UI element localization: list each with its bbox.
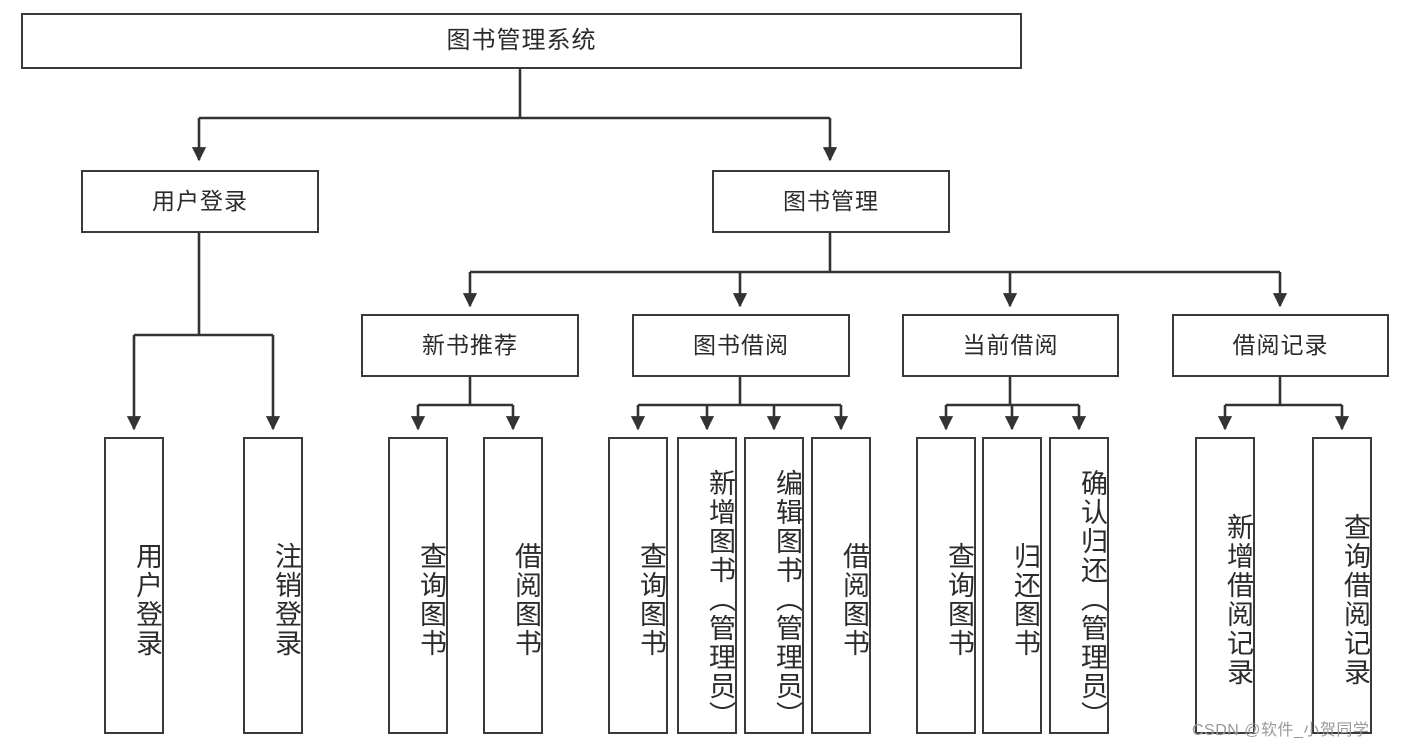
node-book-management[interactable]: 图书管理 — [712, 170, 950, 233]
leaf-user-login[interactable]: 用户登录 — [104, 437, 164, 734]
leaf-query-borrow-record[interactable]: 查询借阅记录 — [1312, 437, 1372, 734]
node-current-borrow[interactable]: 当前借阅 — [902, 314, 1119, 377]
leaf-query-book-current[interactable]: 查询图书 — [916, 437, 976, 734]
leaf-borrow-book[interactable]: 借阅图书 — [811, 437, 871, 734]
leaf-logout-login[interactable]: 注销登录 — [243, 437, 303, 734]
leaf-edit-book-admin[interactable]: 编辑图书（管理员） — [744, 437, 804, 734]
leaf-add-borrow-record[interactable]: 新增借阅记录 — [1195, 437, 1255, 734]
node-book-borrow[interactable]: 图书借阅 — [632, 314, 850, 377]
leaf-borrow-book-recommend[interactable]: 借阅图书 — [483, 437, 543, 734]
csdn-watermark: CSDN @软件_小贺同学 — [1192, 722, 1370, 739]
node-root-system[interactable]: 图书管理系统 — [21, 13, 1022, 69]
node-borrow-record[interactable]: 借阅记录 — [1172, 314, 1389, 377]
leaf-query-book-borrow[interactable]: 查询图书 — [608, 437, 668, 734]
leaf-return-book[interactable]: 归还图书 — [982, 437, 1042, 734]
leaf-confirm-return-admin[interactable]: 确认归还（管理员） — [1049, 437, 1109, 734]
node-new-book-recommend[interactable]: 新书推荐 — [361, 314, 579, 377]
leaf-add-book-admin[interactable]: 新增图书（管理员） — [677, 437, 737, 734]
leaf-query-book-recommend[interactable]: 查询图书 — [388, 437, 448, 734]
node-user-login[interactable]: 用户登录 — [81, 170, 319, 233]
